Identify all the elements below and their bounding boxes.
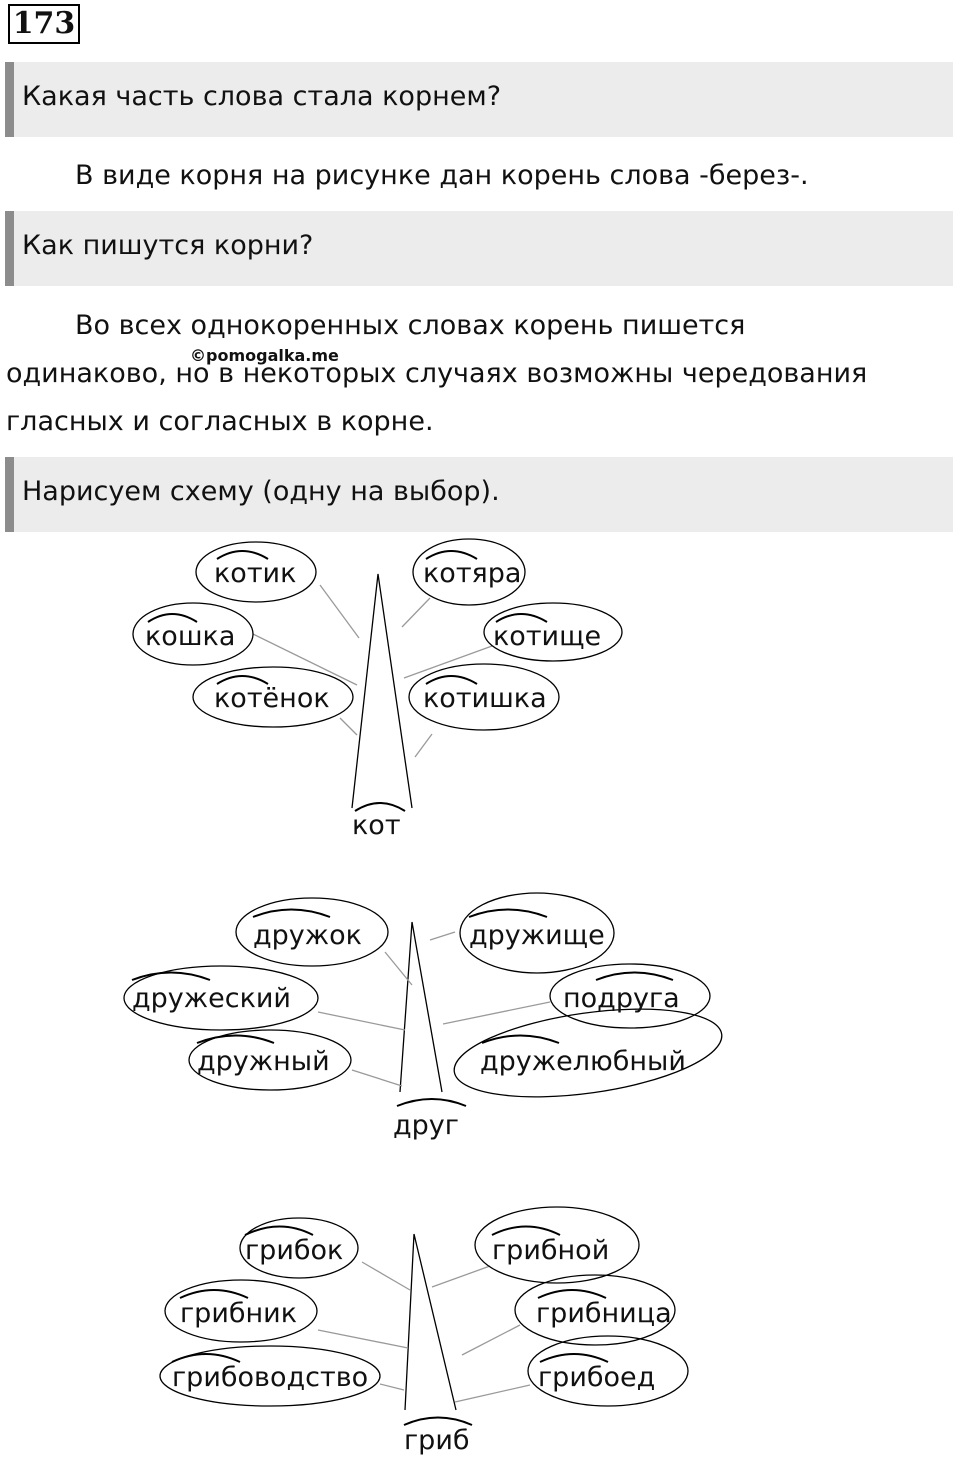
root-arc (396, 1098, 467, 1107)
root-arc (481, 1034, 560, 1044)
word-oval (239, 1217, 359, 1279)
question-3: Нарисуем схему (одну на выбор). (22, 476, 500, 507)
link-line (403, 645, 493, 679)
watermark: ©pomogalka.me (190, 346, 339, 365)
word-oval (188, 1029, 352, 1091)
root-arc (495, 613, 548, 623)
word-kotishche: котище (493, 621, 601, 652)
root-drug: друг (393, 1110, 459, 1141)
root-arc (244, 1225, 314, 1236)
tree-trunk (351, 573, 413, 809)
word-kotyonok: котёнок (214, 683, 330, 714)
link-line (361, 1261, 411, 1291)
root-arc (354, 802, 406, 812)
root-arc (147, 613, 198, 623)
link-line (339, 717, 358, 736)
word-oval (483, 602, 623, 662)
tree-trunk (404, 1233, 457, 1411)
link-line (461, 1324, 521, 1356)
question-bar-3: Нарисуем схему (одну на выбор). (5, 457, 953, 532)
root-kot: кот (352, 810, 401, 841)
word-oval (453, 1008, 723, 1098)
word-gribok: грибок (245, 1235, 343, 1266)
word-gribnitsa: грибница (536, 1298, 672, 1329)
answer-2-line-1: Во всех однокоренных словах корень пишет… (75, 310, 746, 341)
tree-trunk (399, 921, 443, 1093)
root-arc (539, 1353, 609, 1363)
link-line (454, 1384, 531, 1403)
word-kotik: котик (214, 558, 296, 589)
word-podruga: подруга (563, 983, 680, 1014)
tree-drug: дружок дружеский дружный дружище подруга… (123, 892, 723, 1141)
root-arc (537, 1289, 607, 1299)
question-bar-1: Какая часть слова стала корнем? (5, 62, 953, 137)
link-line (351, 1069, 403, 1087)
word-oval (132, 602, 254, 666)
word-gribovodstvo: грибоводство (172, 1362, 368, 1393)
link-line (252, 633, 358, 686)
answer-2-line-2: одинаково, но в некоторых случаях возмож… (6, 358, 868, 389)
word-gribnik: грибник (180, 1298, 297, 1329)
word-koshka: кошка (145, 621, 235, 652)
root-arc (403, 1416, 473, 1426)
root-arc (179, 1289, 249, 1299)
word-oval (459, 892, 615, 974)
word-oval (235, 897, 389, 967)
root-arc (491, 1225, 561, 1236)
tree-grib: грибок грибник грибоводство грибной гриб… (159, 1206, 689, 1456)
word-oval (195, 541, 317, 603)
root-arc (216, 675, 269, 685)
word-druzhny: дружный (197, 1046, 330, 1077)
word-kotishka: котишка (423, 683, 547, 714)
root-arc (171, 1353, 241, 1363)
link-line (414, 733, 433, 758)
word-oval (192, 666, 354, 728)
root-arc (252, 908, 331, 918)
word-druzhelyubny: дружелюбный (480, 1046, 686, 1077)
tree-kot: котик кошка котёнок котяра котище котишк… (132, 538, 623, 841)
answer-2-line-3: гласных и согласных в корне. (6, 406, 434, 437)
root-grib: гриб (404, 1425, 470, 1456)
word-oval (514, 1274, 676, 1346)
root-arc (196, 1034, 275, 1044)
word-griboed: грибоед (538, 1362, 655, 1393)
link-line (429, 931, 456, 941)
word-oval (164, 1279, 318, 1343)
word-druzhok: дружок (253, 920, 362, 951)
root-arc (216, 550, 269, 560)
word-oval (123, 965, 319, 1031)
link-line (319, 584, 360, 639)
word-oval (408, 663, 560, 731)
root-arc (468, 908, 548, 918)
question-2: Как пишутся корни? (22, 230, 314, 261)
word-gribnoy: грибной (492, 1235, 609, 1266)
root-arc (425, 675, 478, 685)
word-oval (474, 1206, 640, 1284)
question-1: Какая часть слова стала корнем? (22, 81, 502, 112)
link-line (317, 1011, 406, 1031)
link-line (401, 597, 431, 628)
root-arc (425, 550, 478, 560)
word-druzheskiy: дружеский (132, 983, 291, 1014)
word-kotyara: котяра (423, 558, 521, 589)
word-oval (527, 1335, 689, 1407)
word-druzhishche: дружище (469, 920, 605, 951)
answer-1: В виде корня на рисунке дан корень слова… (75, 160, 809, 191)
word-oval (549, 963, 711, 1029)
exercise-number: 173 (8, 4, 80, 44)
link-line (442, 1001, 551, 1025)
link-line (379, 1383, 405, 1391)
word-oval (412, 538, 526, 606)
root-arc (131, 971, 211, 981)
link-line (384, 951, 413, 986)
word-oval (159, 1345, 381, 1407)
question-bar-2: Как пишутся корни? (5, 211, 953, 286)
link-line (431, 1265, 491, 1288)
root-arc (595, 971, 674, 981)
link-line (317, 1329, 409, 1349)
